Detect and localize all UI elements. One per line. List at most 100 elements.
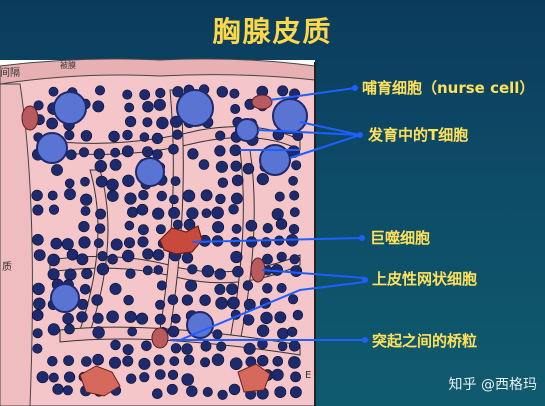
t-cell — [63, 355, 74, 366]
t-cell — [80, 130, 93, 142]
t-cell — [187, 264, 198, 275]
t-cell — [124, 102, 135, 113]
t-cell — [256, 324, 270, 337]
t-cell — [170, 343, 182, 354]
t-cell — [47, 190, 58, 201]
page-title: 胸腺皮质 — [212, 15, 333, 48]
t-cell — [122, 355, 134, 367]
t-cell — [226, 283, 238, 295]
edge-label-left: 质 — [2, 262, 12, 273]
t-cell — [227, 296, 240, 310]
t-cell — [91, 294, 103, 306]
t-cell — [46, 117, 58, 130]
t-cell — [212, 329, 223, 340]
t-cell — [167, 325, 180, 338]
t-cell — [290, 265, 303, 277]
t-cell — [96, 262, 110, 276]
t-cell — [181, 294, 193, 306]
t-cell — [66, 248, 79, 261]
t-cell — [232, 265, 244, 278]
t-cell — [33, 249, 46, 261]
t-cell — [288, 340, 301, 352]
t-cell — [110, 339, 121, 351]
t-cell — [153, 354, 165, 366]
t-cell — [172, 219, 183, 230]
t-cell — [155, 87, 166, 99]
t-cell — [124, 220, 135, 231]
t-cell — [170, 176, 181, 186]
t-cell — [170, 313, 181, 324]
t-cell — [229, 144, 242, 157]
t-cell — [181, 373, 194, 386]
t-cell — [66, 149, 77, 161]
t-cell — [216, 86, 229, 98]
t-cell — [229, 357, 243, 371]
t-cell — [275, 218, 288, 230]
t-cell — [64, 268, 77, 281]
t-cell — [80, 193, 93, 206]
t-cell — [186, 385, 198, 397]
t-cell — [288, 356, 301, 369]
t-cell — [181, 343, 193, 355]
t-cell — [31, 189, 43, 202]
t-cell — [110, 238, 123, 251]
t-cell — [64, 130, 75, 141]
t-cell — [183, 354, 195, 366]
t-cell — [262, 253, 273, 265]
t-cell — [109, 158, 122, 171]
t-cell — [107, 253, 118, 265]
t-cell — [138, 189, 149, 201]
t-cell — [215, 296, 228, 310]
t-cell — [271, 368, 284, 381]
t-cell — [79, 147, 90, 158]
t-cell — [76, 311, 88, 323]
t-cell — [229, 88, 240, 99]
t-cell — [127, 206, 139, 218]
t-cell — [47, 323, 60, 336]
label-epithelial-reticular: 上皮性网状细胞 — [372, 270, 478, 288]
t-cell — [168, 206, 180, 219]
t-cell — [33, 100, 44, 111]
t-cell — [262, 283, 273, 294]
t-cell — [214, 268, 226, 280]
pointer-lines — [170, 87, 366, 341]
t-cell — [51, 164, 63, 176]
t-cell — [50, 237, 63, 250]
t-cell — [200, 357, 211, 368]
t-cell — [181, 252, 194, 264]
t-cell — [242, 314, 255, 326]
t-cell — [288, 294, 299, 305]
t-cell — [230, 250, 243, 264]
t-cell — [33, 297, 46, 310]
t-cell — [230, 192, 243, 205]
t-cell — [94, 223, 106, 234]
t-cell — [64, 178, 75, 189]
t-cell — [167, 294, 179, 306]
t-cell — [142, 248, 154, 260]
t-cell — [291, 160, 302, 171]
t-cell — [168, 144, 179, 155]
t-cell — [80, 283, 91, 295]
t-cell — [289, 386, 302, 399]
t-cell — [78, 221, 90, 233]
t-cell — [93, 238, 104, 249]
t-cell — [155, 299, 166, 310]
t-cell — [199, 294, 211, 306]
t-cell — [152, 388, 163, 400]
t-cell — [256, 173, 269, 186]
t-cell — [142, 117, 153, 128]
t-cell — [81, 268, 93, 280]
t-cell — [200, 340, 212, 352]
t-cell — [271, 208, 284, 221]
t-cell — [289, 190, 300, 201]
t-cell — [182, 189, 196, 203]
t-cell — [106, 310, 119, 324]
label-desmosome: 突起之间的桥粒 — [372, 332, 478, 350]
t-cell — [230, 160, 242, 172]
t-cell — [187, 148, 199, 160]
t-cell — [95, 85, 106, 96]
label-t-cell: 发育中的T细胞 — [368, 126, 469, 144]
t-cell — [185, 279, 198, 292]
t-cell — [121, 249, 135, 263]
t-cell — [156, 116, 169, 130]
